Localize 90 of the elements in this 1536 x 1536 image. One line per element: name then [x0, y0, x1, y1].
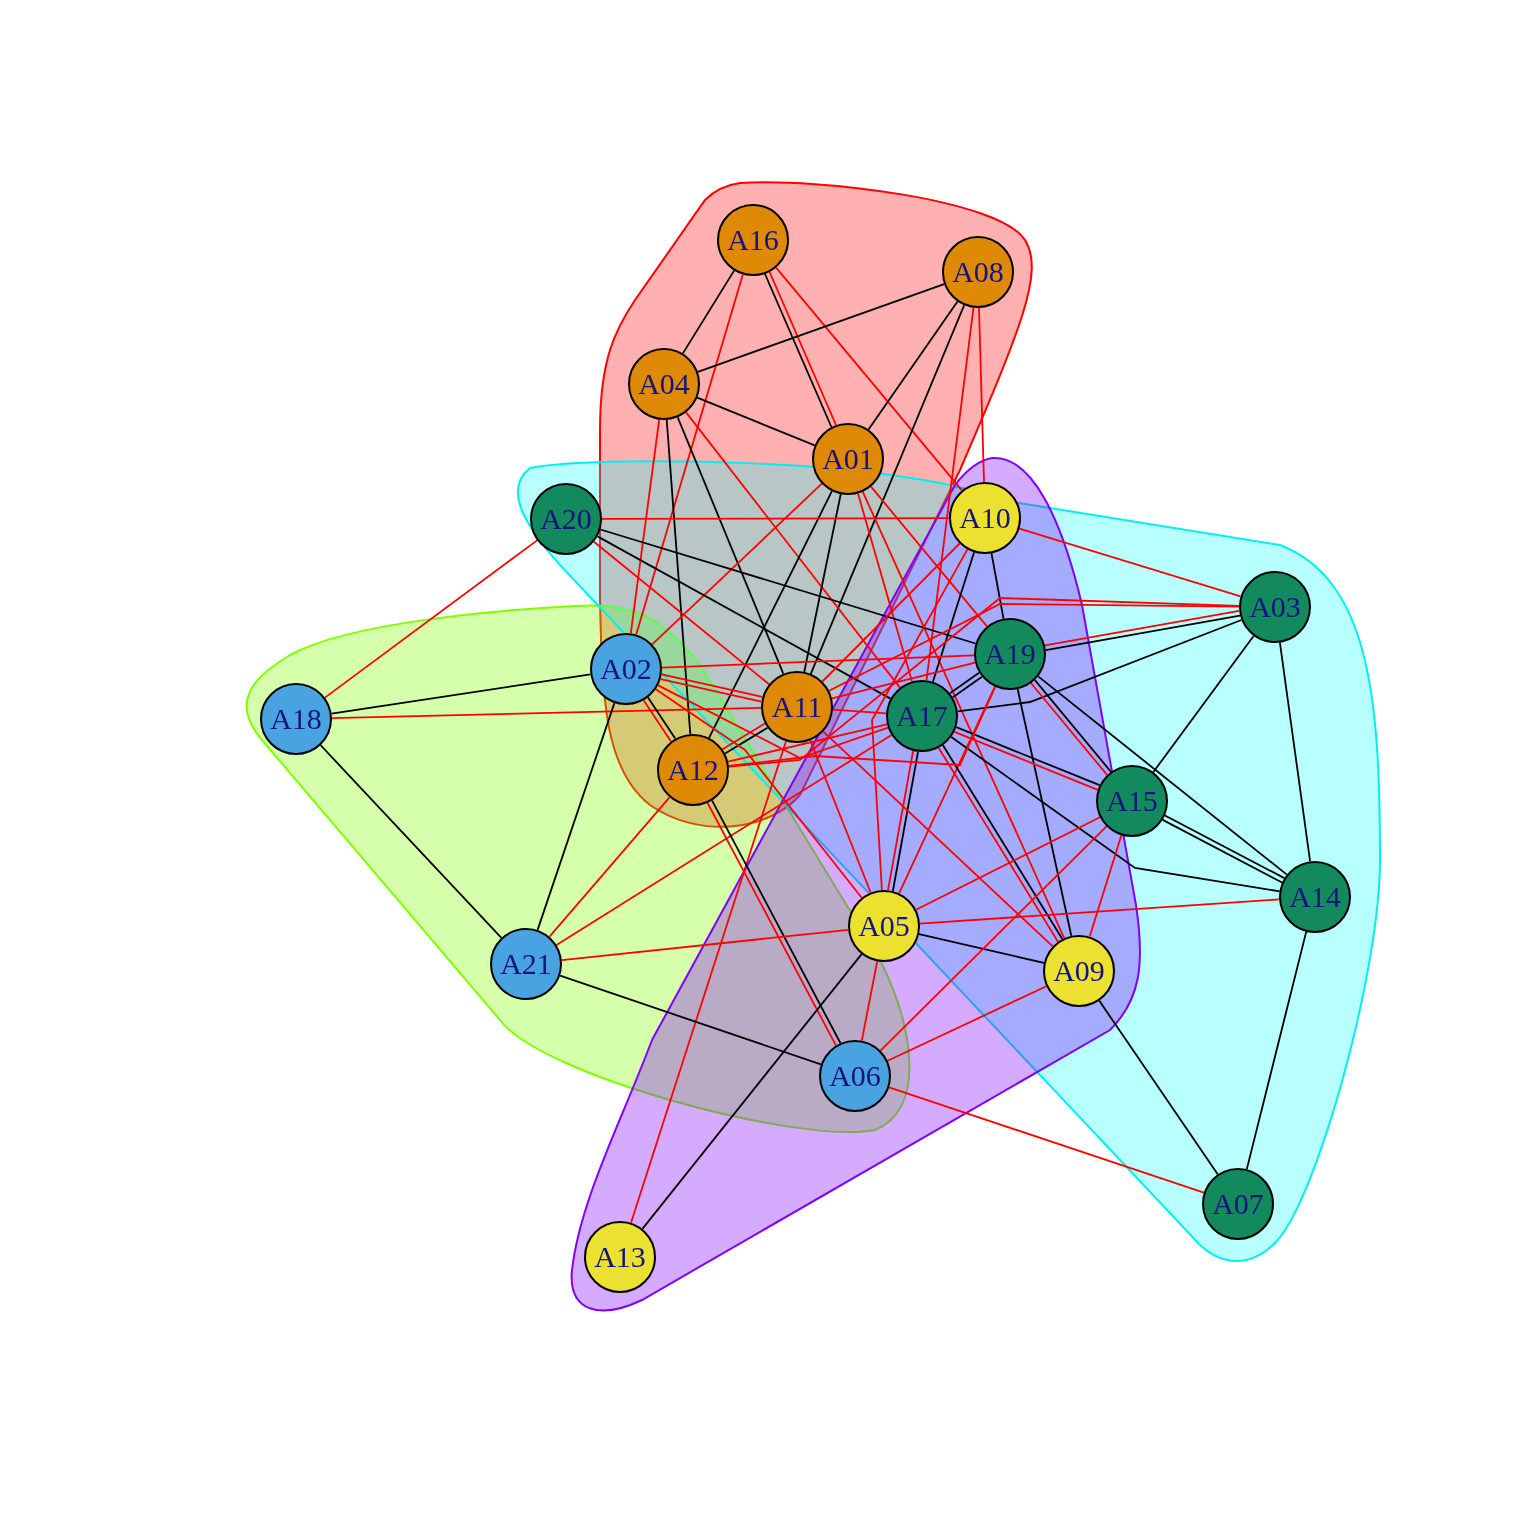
network-edge [892, 751, 919, 892]
network-edge [685, 411, 901, 689]
network-node: A15 [1096, 765, 1168, 837]
network-edge [635, 273, 744, 636]
network-edge [978, 307, 985, 483]
network-edge [918, 933, 1045, 964]
network-edge [990, 552, 1005, 620]
network-edge [555, 734, 893, 946]
network-edge [657, 684, 889, 759]
network-edge [548, 796, 671, 938]
network-edge [803, 493, 842, 673]
network-edge [596, 535, 892, 700]
network-edge [832, 708, 887, 715]
network-edge [331, 707, 762, 719]
network-edge [888, 1086, 1205, 1194]
network-edge [1245, 931, 1308, 1170]
network-edge [601, 517, 950, 520]
network-node: A12 [657, 734, 729, 806]
network-edge [857, 492, 913, 683]
network-node: A03 [1239, 571, 1311, 643]
network-edge [727, 597, 1240, 768]
network-edge [861, 490, 1066, 940]
network-edge [879, 825, 1108, 1052]
network-edge [925, 306, 975, 682]
network-edge [1088, 834, 1123, 938]
network-edge [887, 750, 914, 891]
network-edge [324, 539, 538, 699]
network-node: A11 [761, 671, 833, 743]
network-edge [821, 542, 961, 683]
network-edge [593, 540, 770, 686]
network-node: A21 [490, 928, 562, 1000]
network-edge [641, 953, 863, 1230]
network-edge [665, 419, 692, 735]
network-node: A05 [848, 890, 920, 962]
network-edge [915, 816, 1101, 911]
network-edge [950, 736, 1281, 893]
network-edge [1018, 527, 1242, 598]
network-edge [661, 654, 975, 669]
network-node: A08 [942, 236, 1014, 308]
network-edge [727, 685, 997, 767]
network-edge [809, 739, 872, 894]
network-node: A07 [1202, 1168, 1274, 1240]
network-edge [775, 266, 963, 492]
network-node: A02 [590, 633, 662, 705]
network-edge [651, 482, 823, 646]
network-edge [330, 673, 592, 715]
network-node: A16 [717, 204, 789, 276]
network-edge [870, 485, 988, 628]
network-edge [682, 269, 735, 355]
network-node: A20 [530, 483, 602, 555]
network-node: A04 [628, 348, 700, 420]
network-edge [536, 702, 616, 931]
network-edge [932, 551, 975, 683]
network-node: A13 [584, 1221, 656, 1293]
network-edge [708, 490, 833, 739]
network-node: A09 [1043, 935, 1115, 1007]
network-edge [871, 548, 969, 891]
network-edge [831, 661, 976, 700]
network-edge [822, 730, 1054, 948]
network-edge [560, 928, 850, 962]
network-node: A19 [974, 618, 1046, 690]
network-edge [319, 744, 503, 939]
network-edge [1279, 641, 1311, 863]
network-edge [886, 985, 1048, 1062]
network-edge [676, 416, 785, 675]
network-edge [659, 678, 763, 703]
network-edge [809, 304, 966, 675]
network-edge [697, 283, 945, 373]
network-node: A10 [949, 482, 1021, 554]
network-edge [860, 960, 879, 1042]
network-edge [919, 898, 1280, 925]
network-edge [559, 974, 822, 1066]
network-node: A14 [1279, 861, 1351, 933]
network-node: A01 [812, 423, 884, 495]
network-edge [629, 418, 661, 635]
network-edge [599, 528, 977, 645]
network-edge [727, 723, 888, 763]
network-edge [696, 396, 816, 447]
network-edge [654, 688, 863, 899]
network-edge [630, 740, 787, 1224]
network-edge [660, 673, 764, 698]
network-node: A06 [819, 1040, 891, 1112]
network-edge [1152, 635, 1255, 773]
network-node: A18 [260, 683, 332, 755]
network-edge [867, 300, 959, 431]
network-edge [956, 619, 1243, 713]
network-edge [1037, 675, 1288, 876]
network-edge [1016, 688, 1073, 937]
network-edge [1098, 999, 1219, 1176]
network-node: A17 [886, 680, 958, 752]
